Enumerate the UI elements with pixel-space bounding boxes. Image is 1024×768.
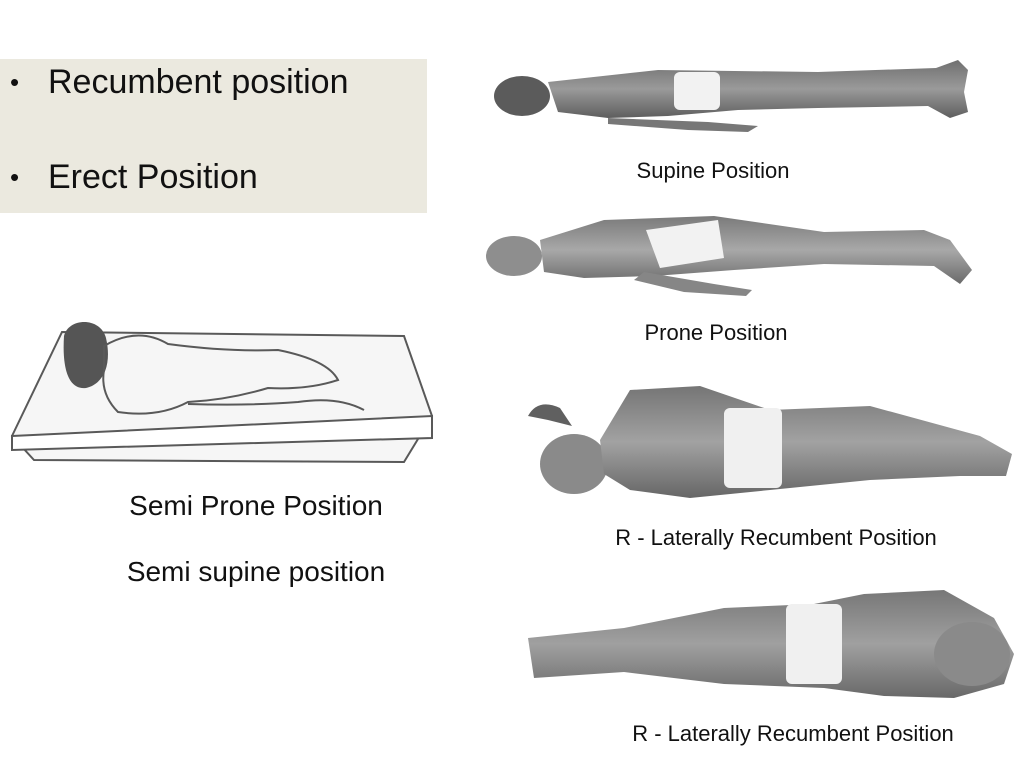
body-shape	[540, 216, 972, 284]
body-outline-shape	[102, 334, 340, 415]
right-lateral-body-illustration-2	[528, 590, 1014, 698]
right-lateral-figure-1	[520, 380, 1016, 508]
right-lateral-caption-2: R - Laterally Recumbent Position	[632, 721, 954, 746]
head-shape	[486, 236, 542, 276]
mattress-side-shape	[11, 414, 433, 452]
bullet-erect-position: • Erect Position	[10, 157, 258, 197]
semi-prone-position-figure	[8, 308, 438, 472]
head-shape	[63, 322, 108, 389]
bullet-label: Recumbent position	[48, 63, 349, 101]
shorts-shape	[724, 408, 782, 488]
right-lateral-body-illustration-1	[528, 386, 1012, 498]
shorts-shape	[646, 220, 724, 268]
arm-shape	[634, 272, 752, 296]
right-lateral-figure-2	[524, 588, 1018, 712]
body-shape	[600, 386, 1012, 498]
supine-caption: Supine Position	[636, 158, 790, 183]
supine-body-illustration	[494, 60, 968, 132]
prone-body-illustration	[486, 216, 972, 296]
arm-shape	[608, 118, 758, 132]
prone-caption: Prone Position	[644, 320, 788, 345]
body-shape	[548, 60, 968, 118]
semi-supine-caption: Semi supine position	[126, 556, 386, 587]
right-lateral-caption-1: R - Laterally Recumbent Position	[615, 525, 937, 550]
bullet-dot-icon: •	[10, 162, 20, 192]
semi-prone-illustration	[10, 322, 434, 464]
prone-position-figure	[484, 210, 976, 296]
raised-arm-shape	[528, 404, 572, 426]
shorts-shape	[674, 72, 720, 110]
bullet-label: Erect Position	[48, 158, 258, 196]
bullet-panel: • Recumbent position • Erect Position	[0, 59, 427, 213]
head-shape	[540, 434, 608, 494]
bullet-dot-icon: •	[10, 67, 20, 97]
semi-prone-caption: Semi Prone Position	[129, 490, 383, 521]
leg-outline-shape	[187, 399, 365, 411]
head-shape	[494, 76, 550, 116]
head-shape	[934, 622, 1010, 686]
shorts-shape	[786, 604, 842, 684]
supine-position-figure	[488, 52, 974, 136]
body-shape	[528, 590, 1014, 698]
bullet-recumbent-position: • Recumbent position	[10, 62, 349, 102]
